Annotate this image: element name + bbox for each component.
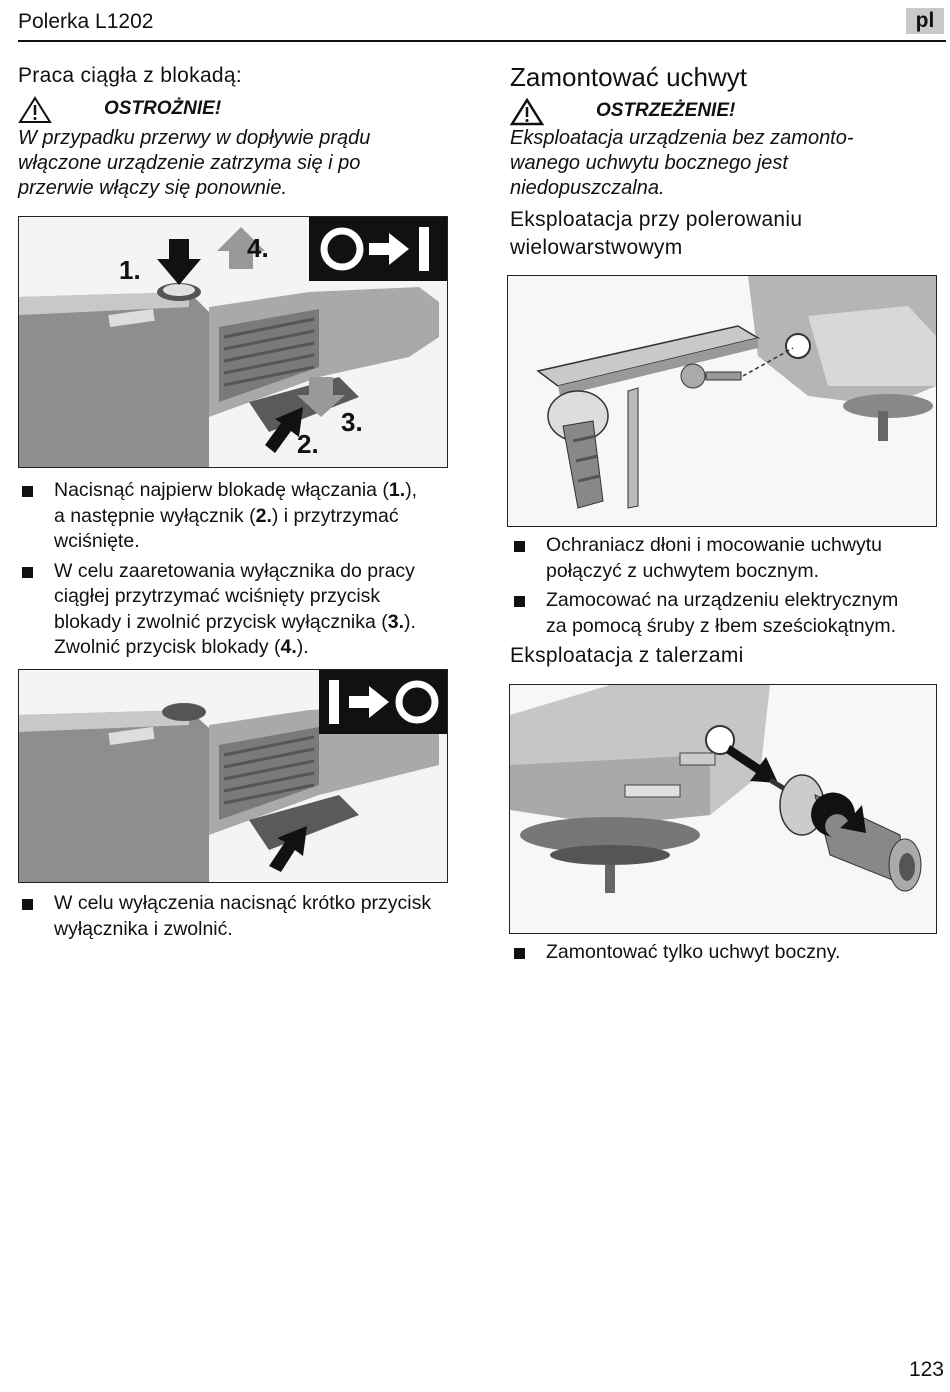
instruction-list-hand-guard: Ochraniacz dłoni i mocowanie uchwytu poł… [510, 533, 940, 643]
section-heading-continuous-work: Praca ciągła z blokadą: [18, 64, 243, 87]
list-item: W celu zaaretowania wyłącznika do pracy … [18, 559, 448, 661]
instruction-list-switch-on: Nacisnąć najpierw blokadę włączania (1.)… [18, 478, 448, 665]
figure-lock-switch-off [18, 669, 448, 883]
warning-text: W przypadku przerwy w dopływie prądu włą… [18, 126, 370, 201]
bullet-square-icon [514, 596, 525, 607]
bullet-square-icon [22, 899, 33, 910]
step-label-2: 2. [297, 429, 319, 459]
header-rule [18, 40, 946, 42]
subheading-multilayer-polishing: Eksploatacja przy polerowaniu wielowarst… [510, 208, 803, 259]
bullet-square-icon [22, 566, 33, 578]
step-label-4: 4. [247, 233, 269, 263]
step-label-3: 3. [341, 407, 363, 437]
list-item: Ochraniacz dłoni i mocowanie uchwytu poł… [510, 533, 940, 584]
warning-line: niedopuszczalna. [510, 177, 665, 199]
bullet-square-icon [514, 541, 525, 552]
step-label-1: 1. [119, 255, 141, 285]
instruction-list-side-handle: Zamontować tylko uchwyt boczny. [510, 940, 940, 970]
figure-side-handle [509, 684, 937, 934]
warning-line: przerwie włączy się ponownie. [18, 177, 288, 199]
list-item: Zamontować tylko uchwyt boczny. [510, 940, 940, 966]
warning-text: Eksploatacja urządzenia bez zamonto- wan… [510, 126, 854, 201]
figure-lock-switch-on: 1. 4. 3. 2. [18, 216, 448, 468]
section-heading-mount-handle: Zamontować uchwyt [510, 62, 747, 92]
figure-handle-hand-guard [507, 275, 937, 527]
warning-triangle-icon [510, 98, 544, 126]
list-item: Nacisnąć najpierw blokadę włączania (1.)… [18, 478, 448, 555]
subheading-disc-operation: Eksploatacja z talerzami [510, 644, 744, 667]
warning-triangle-icon [18, 96, 52, 123]
warning-line: włączone urządzenie zatrzyma się i po [18, 152, 361, 174]
warning-line: wanego uchwytu bocznego jest [510, 152, 788, 174]
warning-line: W przypadku przerwy w dopływie prądu [18, 127, 371, 149]
language-badge: pl [906, 8, 944, 34]
list-item: W celu wyłączenia nacisnąć krótko przyci… [18, 891, 448, 942]
warning-label: OSTRZEŻENIE! [596, 100, 736, 121]
instruction-list-switch-off: W celu wyłączenia nacisnąć krótko przyci… [18, 891, 448, 946]
list-item: Zamocować na urządzeniu elektrycznym za … [510, 588, 940, 639]
warning-line: Eksploatacja urządzenia bez zamonto- [510, 127, 854, 149]
header-title: Polerka L1202 [18, 10, 154, 33]
bullet-square-icon [514, 948, 525, 959]
page-number: 123 [908, 1358, 944, 1381]
bullet-square-icon [22, 486, 33, 497]
warning-label: OSTROŻNIE! [104, 98, 222, 119]
